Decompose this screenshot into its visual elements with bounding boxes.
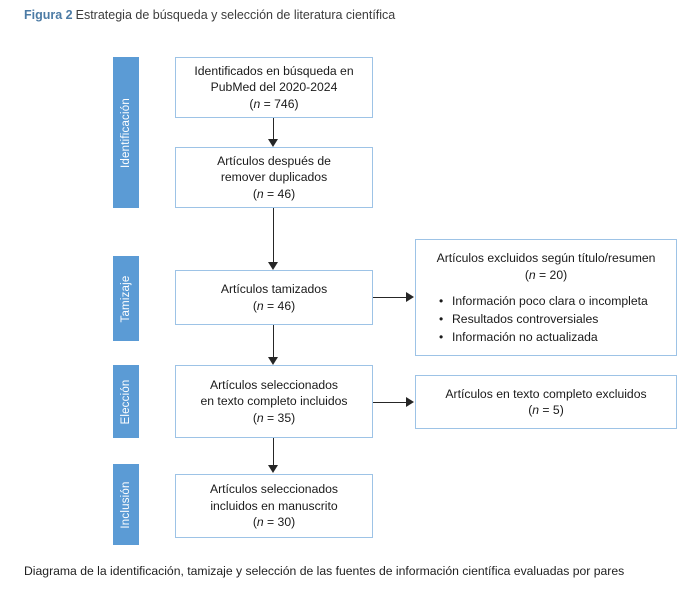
box-screened-count: (n = 46)	[252, 298, 296, 313]
box-identified: Identificados en búsqueda en PubMed del …	[175, 57, 373, 118]
box-deduplicated-line1: Artículos después de	[217, 153, 331, 168]
box-excluded-fulltext-count: (n = 5)	[528, 403, 564, 417]
stage-label-identificacion: Identificación	[120, 97, 132, 168]
box-manuscript-included-line2: incluidos en manuscrito	[210, 498, 338, 513]
arrow-screened-to-excluded	[373, 297, 408, 298]
stage-label-tamizaje: Tamizaje	[120, 275, 132, 322]
box-manuscript-included-line1: Artículos seleccionados	[209, 482, 339, 497]
box-excluded-title-abstract-count: (n = 20)	[524, 267, 568, 282]
box-excluded-title-abstract-heading: Artículos excluidos según título/resumen	[436, 251, 656, 265]
n-symbol: n	[256, 186, 264, 201]
arrowhead-fulltext-to-excluded	[406, 397, 414, 407]
box-screened-line1: Artículos tamizados	[220, 282, 328, 296]
stage-label-eleccion: Elección	[120, 378, 132, 425]
box-excluded-fulltext: Artículos en texto completo excluidos (n…	[415, 375, 677, 429]
list-item: Información poco clara o incompleta	[439, 292, 666, 310]
box-excluded-title-abstract: Artículos excluidos según título/resumen…	[415, 239, 677, 356]
figure-caption: Diagrama de la identificación, tamizaje …	[24, 564, 625, 578]
box-deduplicated: Artículos después de remover duplicados …	[175, 147, 373, 208]
box-identified-count: (n = 746)	[249, 96, 299, 111]
box-identified-line2: PubMed del 2020-2024	[210, 80, 338, 95]
stage-label-inclusion: Inclusión	[120, 480, 132, 529]
n-symbol: n	[256, 298, 264, 313]
arrowhead-screened-to-fulltext	[268, 357, 278, 365]
figure-title-text: Estrategia de búsqueda y selección de li…	[75, 8, 396, 22]
stage-bar-eleccion: Elección	[113, 365, 139, 438]
box-fulltext-included-line1: Artículos seleccionados	[209, 377, 339, 392]
arrow-fulltext-to-manuscript	[273, 438, 274, 466]
n-symbol: n	[528, 267, 536, 282]
list-item: Información no actualizada	[439, 328, 666, 346]
arrow-deduplicated-to-screened	[273, 208, 274, 263]
stage-bar-tamizaje: Tamizaje	[113, 256, 139, 341]
box-deduplicated-count: (n = 46)	[252, 186, 296, 201]
box-fulltext-included: Artículos seleccionados en texto complet…	[175, 365, 373, 438]
box-deduplicated-line2: remover duplicados	[220, 170, 328, 185]
arrow-fulltext-to-excluded	[373, 402, 408, 403]
n-symbol: n	[256, 515, 264, 530]
arrowhead-deduplicated-to-screened	[268, 262, 278, 270]
box-screened: Artículos tamizados (n = 46)	[175, 270, 373, 325]
stage-bar-identificacion: Identificación	[113, 57, 139, 208]
arrow-identified-to-deduplicated	[273, 118, 274, 140]
arrowhead-identified-to-deduplicated	[268, 139, 278, 147]
box-identified-line1: Identificados en búsqueda en	[194, 63, 354, 78]
stage-bar-inclusion: Inclusión	[113, 464, 139, 545]
box-fulltext-included-count: (n = 35)	[252, 410, 296, 425]
box-fulltext-included-line2: en texto completo incluidos	[200, 394, 348, 409]
box-manuscript-included: Artículos seleccionados incluidos en man…	[175, 474, 373, 538]
arrowhead-fulltext-to-manuscript	[268, 465, 278, 473]
n-symbol: n	[532, 403, 540, 417]
excluded-reasons-list: Información poco clara o incompleta Resu…	[426, 292, 666, 346]
arrow-screened-to-fulltext	[273, 325, 274, 358]
arrowhead-screened-to-excluded	[406, 292, 414, 302]
box-manuscript-included-count: (n = 30)	[252, 515, 296, 530]
list-item: Resultados controversiales	[439, 310, 666, 328]
n-symbol: n	[253, 96, 261, 111]
box-excluded-fulltext-line1: Artículos en texto completo excluidos	[445, 386, 647, 401]
figure-number-label: Figura 2	[24, 8, 73, 22]
n-symbol: n	[256, 410, 264, 425]
